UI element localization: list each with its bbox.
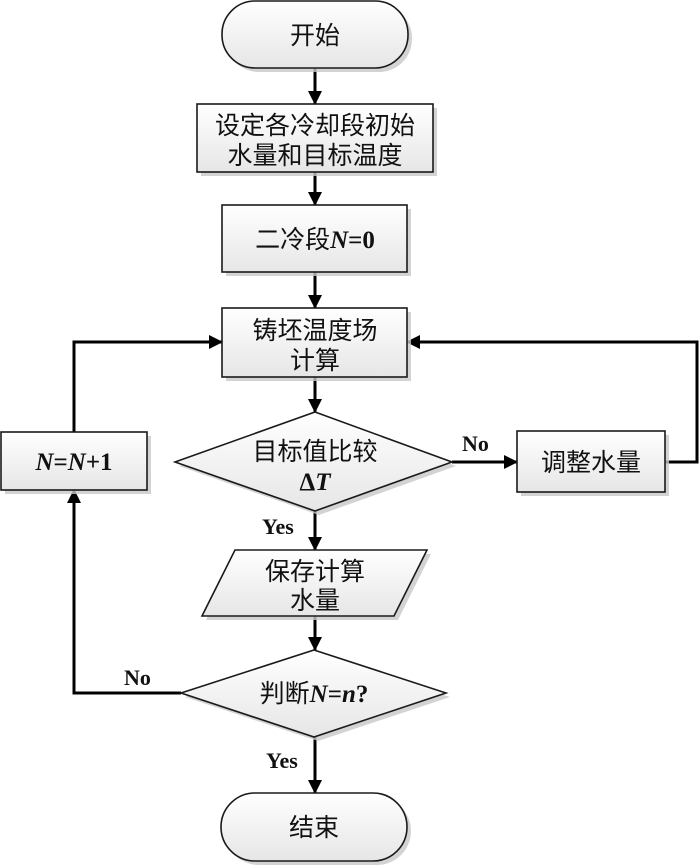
calc-label-line1: 铸坯温度场 xyxy=(252,316,377,345)
init-label-line2: 水量和目标温度 xyxy=(227,141,402,170)
arrow-increment-to-calc xyxy=(72,335,223,432)
judge-label: 判断N=n? xyxy=(260,679,369,708)
increment-box: N=N+1 xyxy=(0,431,151,494)
adjust-label: 调整水量 xyxy=(541,448,641,477)
save-label-line1: 保存计算 xyxy=(265,557,365,586)
judge-decision: 判断N=n? xyxy=(178,649,450,741)
arrow-judge-to-increment xyxy=(67,489,181,695)
end-terminal: 结束 xyxy=(220,792,411,865)
compare-no-label: No xyxy=(462,431,489,456)
compare-label-line2: ΔT xyxy=(300,469,333,496)
increment-label: N=N+1 xyxy=(34,449,112,476)
calc-label-line2: 计算 xyxy=(290,346,340,375)
compare-yes-label: Yes xyxy=(262,514,294,539)
save-label-line2: 水量 xyxy=(290,586,340,615)
segment-label: 二冷段N=0 xyxy=(255,225,375,254)
segment-init-box: 二冷段N=0 xyxy=(221,204,411,276)
compare-label-line1: 目标值比较 xyxy=(252,437,377,466)
init-process-box: 设定各冷却段初始 水量和目标温度 xyxy=(196,103,437,176)
adjust-water-box: 调整水量 xyxy=(516,430,669,496)
temperature-calc-box: 铸坯温度场 计算 xyxy=(221,307,411,381)
save-data-io: 保存计算 水量 xyxy=(200,549,431,620)
judge-no-label: No xyxy=(124,665,151,690)
start-terminal: 开始 xyxy=(221,0,412,72)
end-label: 结束 xyxy=(289,813,339,842)
connectors xyxy=(67,68,699,794)
start-label: 开始 xyxy=(290,21,340,50)
init-label-line1: 设定各冷却段初始 xyxy=(215,111,415,140)
arrow-adjust-to-calc xyxy=(406,335,699,464)
judge-yes-label: Yes xyxy=(266,748,298,773)
compare-decision: 目标值比较 ΔT xyxy=(172,411,456,515)
